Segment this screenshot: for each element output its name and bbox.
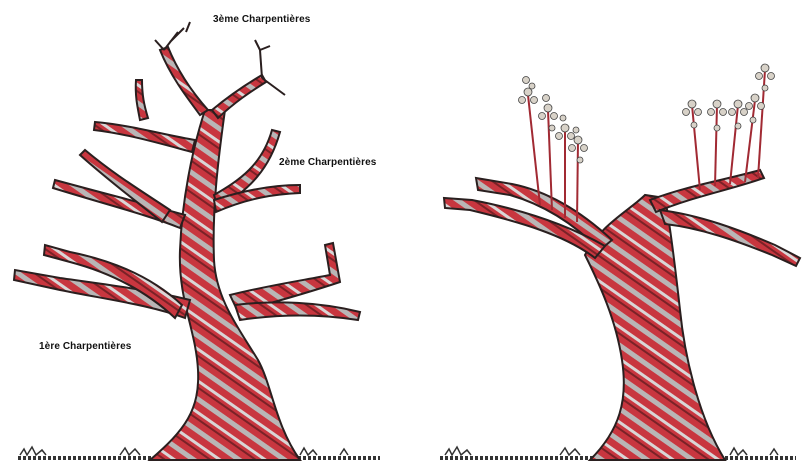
tree-left <box>14 22 380 460</box>
blossoms-right <box>519 64 775 163</box>
branch-left-3d <box>136 80 148 120</box>
label-third-scaffold: 3ème Charpentières <box>213 14 310 25</box>
label-first-scaffold: 1ère Charpentières <box>39 341 131 352</box>
branch-right-right <box>650 170 764 212</box>
label-second-scaffold: 2ème Charpentières <box>279 157 376 168</box>
branch-left-2b <box>80 150 170 222</box>
twigs-left <box>155 22 285 95</box>
branch-left-3b <box>160 47 208 115</box>
branch-left-1d <box>235 302 360 320</box>
tree-right <box>440 64 800 460</box>
branch-left-3a <box>94 122 195 152</box>
branch-right-right-low <box>660 210 800 266</box>
branch-left-3c <box>212 75 266 118</box>
